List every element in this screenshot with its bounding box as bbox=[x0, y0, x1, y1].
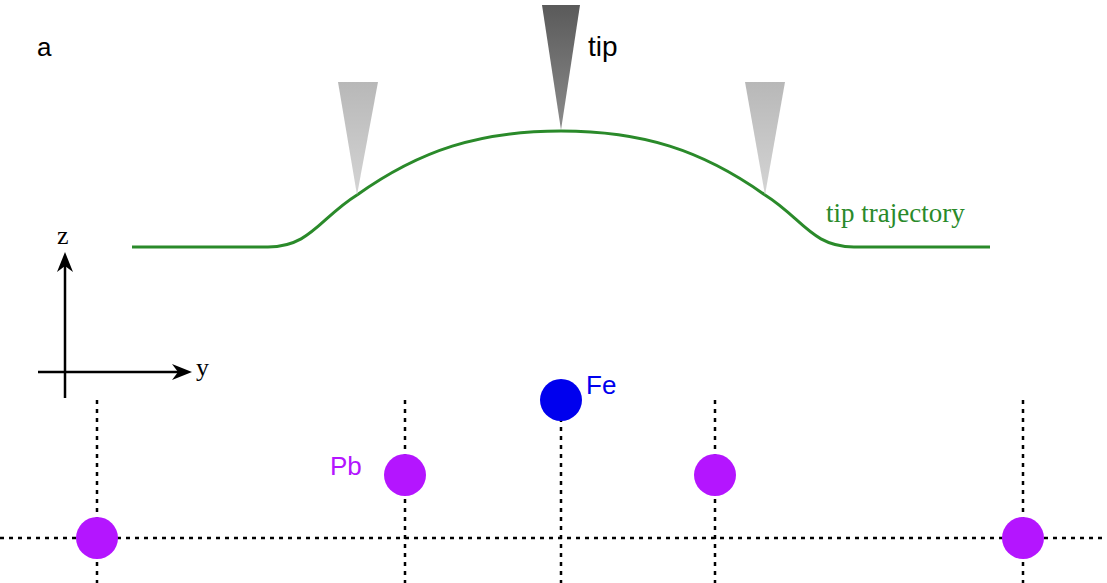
dashed-line bbox=[0, 537, 1107, 540]
pb-atom bbox=[694, 454, 736, 496]
z-axis bbox=[64, 262, 67, 398]
fe-atom bbox=[540, 379, 582, 421]
tip-symbol bbox=[542, 5, 580, 130]
atoms bbox=[76, 379, 1044, 559]
axes bbox=[38, 252, 192, 398]
dashed-line bbox=[560, 400, 563, 583]
arrow-head bbox=[172, 364, 192, 380]
tip-ghost bbox=[338, 82, 378, 195]
y-axis bbox=[38, 371, 182, 374]
axis-label: z bbox=[57, 223, 69, 249]
tip-label: tip bbox=[588, 33, 618, 61]
element-label: Fe bbox=[586, 372, 616, 398]
pb-atom bbox=[76, 517, 118, 559]
lattice-lines bbox=[0, 400, 1107, 583]
arrow-head bbox=[57, 252, 73, 272]
tip-ghost bbox=[745, 82, 785, 195]
trajectory-label: tip trajectory bbox=[826, 200, 965, 227]
axis-label: y bbox=[196, 355, 209, 381]
pb-atom bbox=[384, 454, 426, 496]
tip-trajectory bbox=[132, 131, 990, 247]
panel-letter: a bbox=[37, 34, 51, 60]
pb-atom bbox=[1002, 517, 1044, 559]
element-label: Pb bbox=[330, 453, 362, 479]
